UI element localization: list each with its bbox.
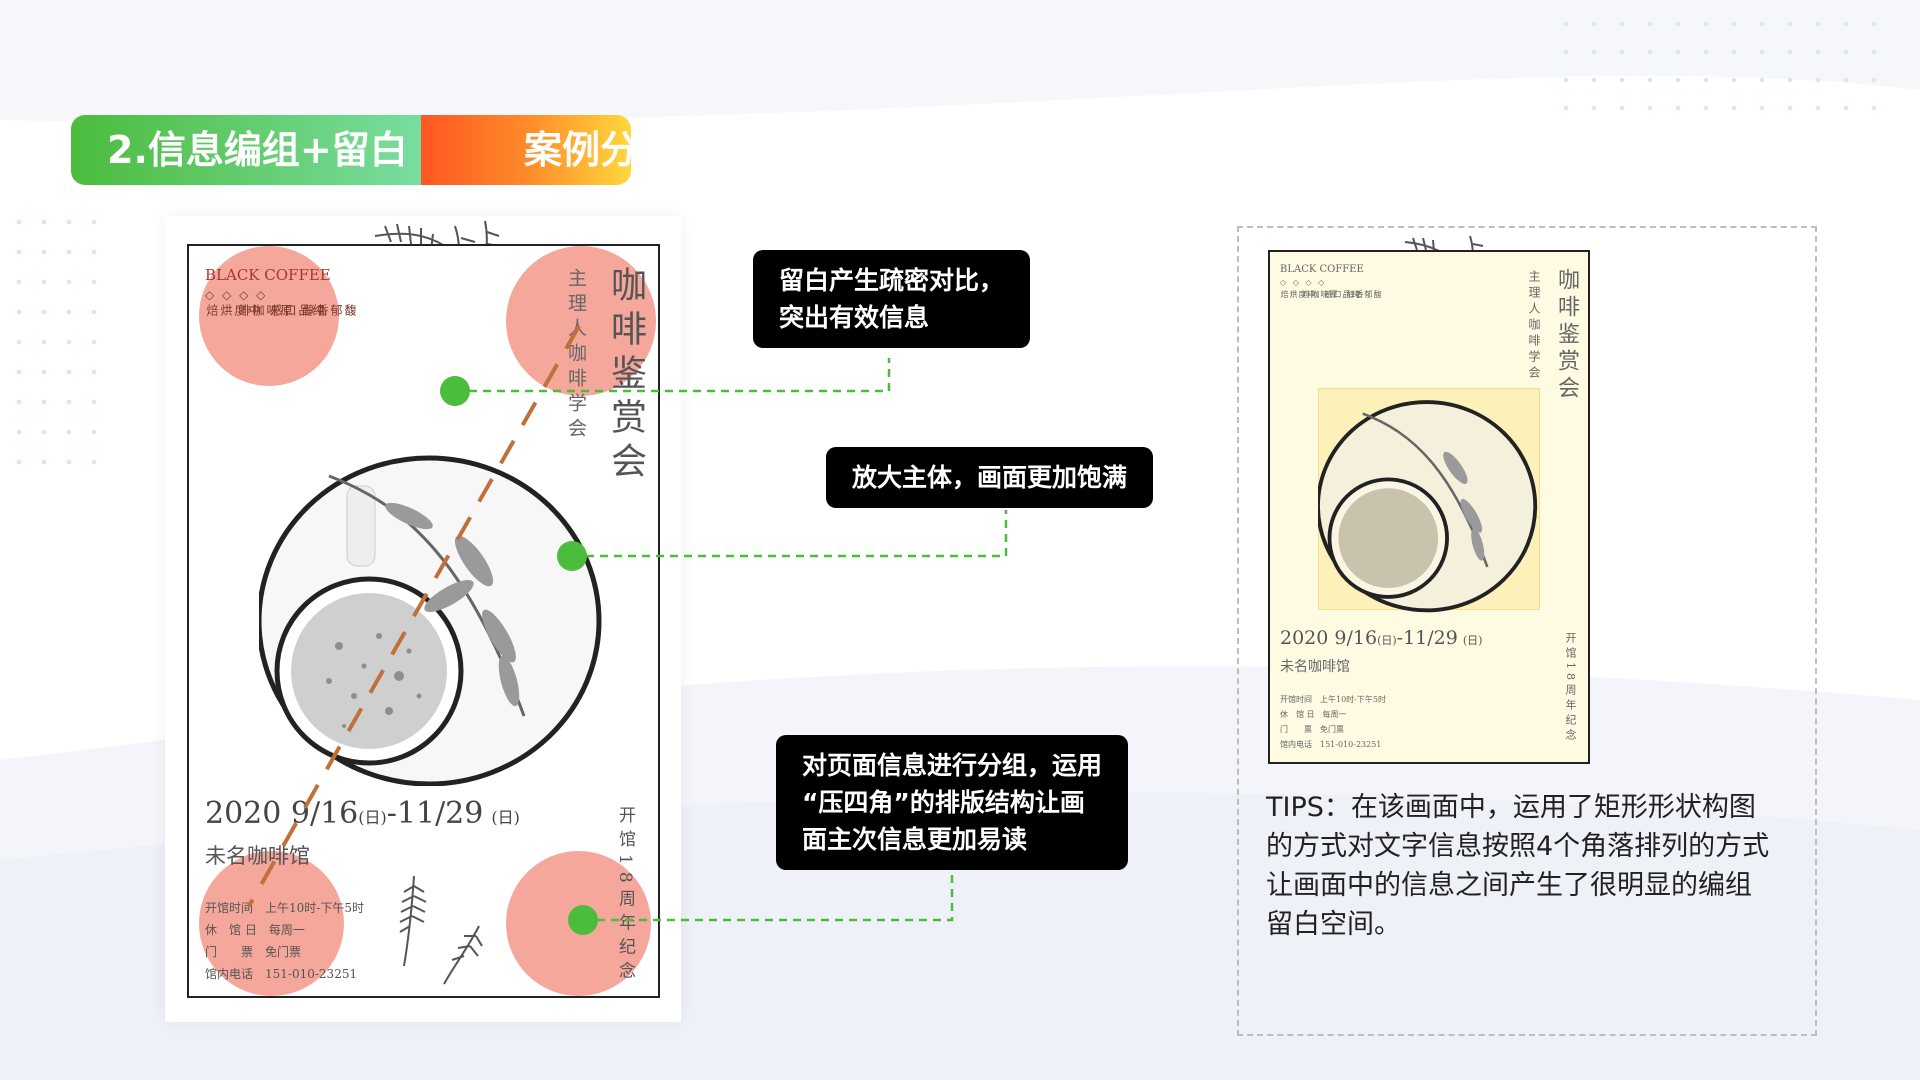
thumb-info-line: 门 票 免门票 [1280, 725, 1344, 734]
venue-name: 未名咖啡馆 [205, 844, 310, 868]
thumb-event-date: 2020 9/16(日)-11/29(日) [1280, 627, 1482, 649]
date-start-day: (日) [358, 808, 387, 827]
highlight-circle-bottom-left [199, 851, 344, 996]
thumb-date-start-day: (日) [1377, 634, 1397, 647]
event-date: 2020 9/16(日)-11/29(日) [205, 796, 520, 831]
connector-dot-1 [440, 376, 470, 406]
callout-line: 面主次信息更加易读 [802, 825, 1028, 854]
dot-pattern-top-right [1563, 21, 1877, 111]
thumb-host-name: 主理人咖啡学会 [1527, 270, 1541, 382]
thumb-coffee-cup [1318, 400, 1538, 613]
thumb-date-end: -11/29 [1396, 627, 1458, 649]
thumb-tagline-column: 馥郁香醇 [1346, 290, 1382, 298]
brand-name: BLACK COFFEE [205, 266, 331, 284]
thumb-info-line: 休 馆 日 每周一 [1280, 710, 1347, 719]
info-block: 开馆时间 上午10时-下午5时 休 馆 日 每周一 门 票 免门票 馆内电话 1… [205, 897, 364, 985]
tips-text: TIPS：在该画面中，运用了矩形形状构图 的方式对文字信息按照4个角落排列的方式… [1266, 788, 1798, 944]
tips-line: 让画面中的信息之间产生了很明显的编组 [1266, 870, 1752, 901]
highlight-circle-top-right [506, 246, 656, 396]
section-tag: 案例分析 [524, 128, 677, 172]
feather-decoration [399, 875, 483, 985]
tips-panel [1237, 226, 1817, 1036]
highlight-circle-top-left [199, 246, 339, 386]
thumb-tagline-column: 中度烘焙 [1280, 290, 1316, 298]
thumb-event-title: 咖啡鉴赏会 [1554, 268, 1579, 403]
info-line: 馆内电话 151-010-23251 [205, 967, 358, 981]
callout-line: 放大主体，画面更加饱满 [852, 463, 1128, 492]
poster-thumbnail: BLACK COFFEE ◇ ◇ ◇ ◇ 中度烘焙 原味咖啡 纯品口感 馥郁香醇… [1268, 250, 1590, 764]
poster: BLACK COFFEE ◇ ◇ ◇ ◇ 中度烘焙 原味咖啡 纯品口感 馥郁香醇… [187, 244, 660, 998]
callout-contrast: 留白产生疏密对比， 突出有效信息 [753, 250, 1031, 348]
callout-line: “压四角”的排版结构让画 [802, 788, 1085, 817]
info-line: 开馆时间 上午10时-下午5时 [205, 901, 364, 915]
dot-pattern-left [16, 219, 97, 465]
section-title: 2.信息编组+留白 [107, 128, 408, 172]
callout-line: 对页面信息进行分组，运用 [802, 751, 1103, 780]
tips-line: 留白空间。 [1266, 909, 1401, 940]
tagline-column-1: 中度烘焙 [205, 304, 261, 316]
thumb-date-start: 2020 9/16 [1280, 627, 1378, 649]
thumb-info-line: 馆内电话 151-010-23251 [1280, 740, 1382, 749]
info-line: 休 馆 日 每周一 [205, 923, 305, 937]
date-end-day: (日) [491, 808, 520, 827]
thumb-brand: BLACK COFFEE [1280, 264, 1364, 275]
tips-line: TIPS：在该画面中，运用了矩形形状构图 [1266, 792, 1756, 823]
event-title: 咖啡鉴赏会 [605, 266, 646, 486]
callout-line: 留白产生疏密对比， [779, 266, 1005, 295]
anniversary-text: 开馆18周年纪念 [615, 806, 635, 986]
thumb-anniversary: 开馆18周年纪念 [1564, 632, 1577, 744]
date-start: 2020 9/16 [205, 796, 359, 831]
section-title-badge: 2.信息编组+留白 [71, 115, 421, 185]
info-line: 门 票 免门票 [205, 945, 302, 959]
thumb-info-line: 开馆时间 上午10时-下午5时 [1280, 695, 1386, 704]
section-tag-badge: 案例分析 [406, 115, 676, 185]
diagonal-guide-line [247, 325, 581, 907]
thumb-info-block: 开馆时间 上午10时-下午5时 休 馆 日 每周一 门 票 免门票 馆内电话 1… [1280, 692, 1386, 752]
tips-line: 的方式对文字信息按照4个角落排列的方式 [1266, 831, 1770, 862]
callout-grouping: 对页面信息进行分组，运用 “压四角”的排版结构让画 面主次信息更加易读 [776, 735, 1129, 870]
tagline-column-3: 纯品口感 [269, 304, 325, 316]
thumb-tagline-column: 原味咖啡 [1302, 290, 1338, 298]
coffee-cup-illustration [259, 455, 602, 786]
tagline-column-4: 馥郁香醇 [301, 304, 357, 316]
thumb-date-end-day: (日) [1462, 634, 1483, 647]
thumb-tagline-block: ◇ ◇ ◇ ◇ 中度烘焙 原味咖啡 纯品口感 馥郁香醇 [1280, 278, 1382, 298]
thumb-venue: 未名咖啡馆 [1280, 659, 1350, 675]
callout-enlarge: 放大主体，画面更加饱满 [826, 447, 1154, 508]
callout-line: 突出有效信息 [779, 303, 930, 332]
tagline-column-2: 原味咖啡 [237, 304, 293, 316]
date-end: -11/29 [386, 796, 484, 831]
host-name: 主理人咖啡学会 [565, 268, 587, 443]
connector-dot-3 [568, 905, 598, 935]
thumb-tagline-column: 纯品口感 [1324, 290, 1360, 298]
connector-dot-2 [557, 541, 587, 571]
